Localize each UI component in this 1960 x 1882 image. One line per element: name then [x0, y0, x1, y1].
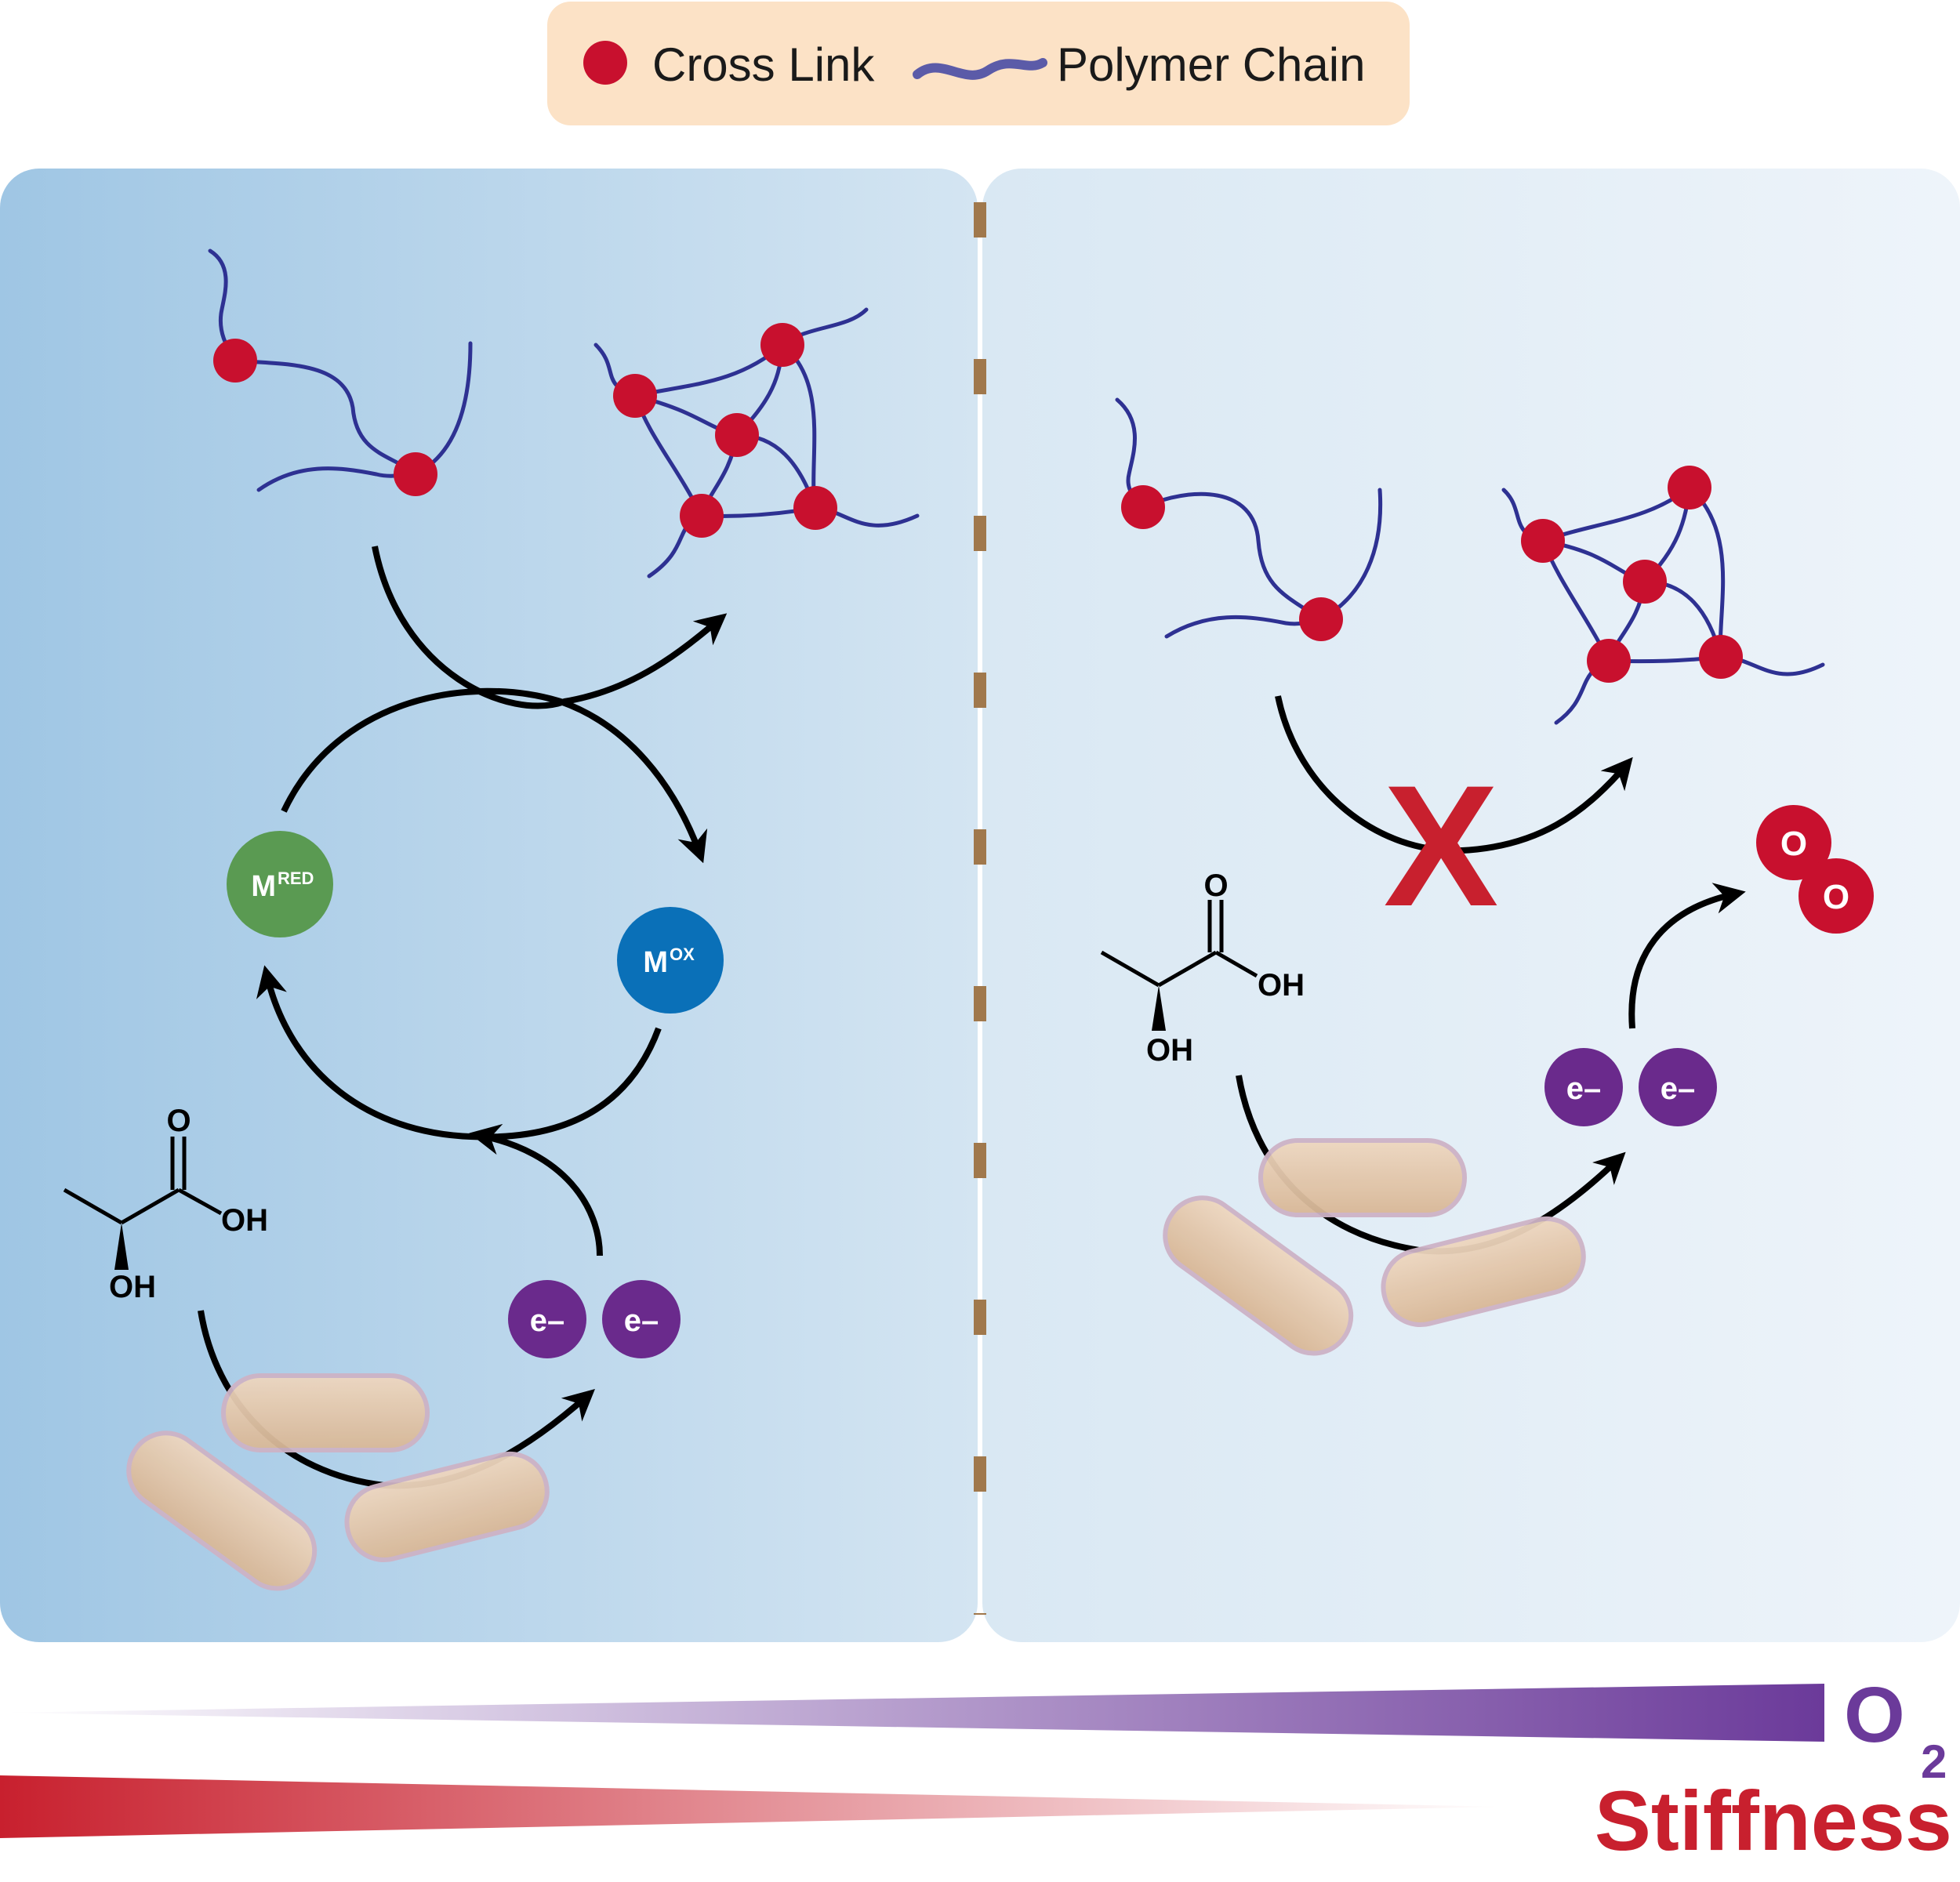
- uncrosslinked-polymer-right: [1115, 397, 1383, 641]
- svg-text:M: M: [251, 870, 276, 903]
- electron-pair-right: e– e–: [1544, 1048, 1717, 1126]
- svg-text:OH: OH: [221, 1203, 268, 1238]
- svg-text:RED: RED: [278, 868, 314, 888]
- bacteria-left: [126, 1373, 550, 1591]
- uncrosslinked-polymer-left: [208, 248, 473, 496]
- svg-text:O: O: [166, 1104, 191, 1138]
- legend: Cross Link Polymer Chain: [547, 2, 1410, 125]
- svg-text:e–: e–: [530, 1304, 565, 1338]
- lactic-acid-left: O OH OH: [63, 1104, 268, 1304]
- o2-subscript: 2: [1921, 1735, 1947, 1788]
- bacteria-right: [1163, 1138, 1586, 1356]
- svg-text:O: O: [1823, 878, 1849, 916]
- cycle-arrow-top: [281, 687, 708, 864]
- svg-text:e–: e–: [1661, 1072, 1696, 1106]
- electron-supply-arrow: [469, 1123, 603, 1256]
- svg-text:e–: e–: [624, 1304, 659, 1338]
- oxygen-molecule: O O: [1756, 805, 1874, 934]
- cross-link-legend-label: Cross Link: [652, 38, 875, 91]
- stiffness-label: Stiffness: [1595, 1773, 1952, 1868]
- svg-text:OH: OH: [1258, 968, 1305, 1003]
- blocked-crosslinking-mark: X: [1384, 749, 1499, 942]
- svg-text:OH: OH: [109, 1270, 156, 1304]
- crosslinking-arrow-right: [1275, 695, 1633, 854]
- left-panel: [0, 169, 978, 1642]
- svg-text:OH: OH: [1146, 1033, 1193, 1068]
- lactic-acid-right: O OH OH: [1100, 868, 1305, 1068]
- svg-text:O: O: [1780, 825, 1807, 863]
- svg-text:O: O: [1203, 868, 1228, 903]
- crosslinked-network-right: [1501, 466, 1825, 725]
- electron-to-oxygen-arrow: [1628, 883, 1746, 1029]
- svg-text:e–: e–: [1566, 1072, 1602, 1106]
- o2-label: O: [1844, 1671, 1905, 1759]
- polymer-chain-legend-label: Polymer Chain: [1057, 38, 1366, 91]
- m-red-node: M RED: [227, 831, 333, 937]
- polymer-chain-legend-icon: [913, 58, 1047, 80]
- svg-text:OX: OX: [670, 945, 695, 964]
- svg-text:M: M: [643, 946, 668, 979]
- stiffness-gradient-wedge: [0, 1775, 1501, 1838]
- o2-gradient-wedge: [0, 1684, 1824, 1742]
- crosslinked-network-left: [593, 307, 920, 578]
- electron-pair-left: e– e–: [508, 1280, 681, 1358]
- cross-link-legend-icon: [583, 41, 627, 85]
- legend-box: [547, 2, 1410, 125]
- m-ox-node: M OX: [617, 907, 724, 1014]
- crosslinking-arrow-left: [372, 546, 728, 709]
